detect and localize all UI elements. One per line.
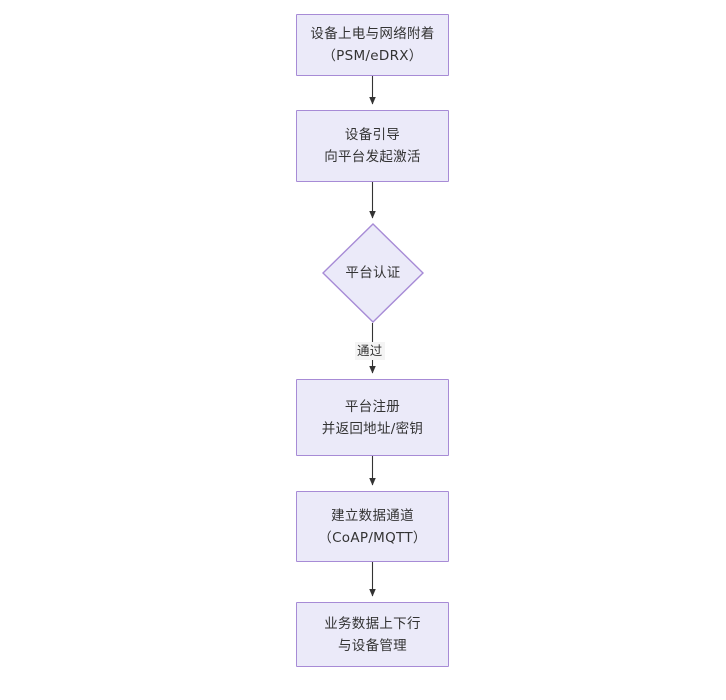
node-label: 建立数据通道 （CoAP/MQTT）	[318, 507, 427, 546]
node-platform-registration[interactable]: 平台注册 并返回地址/密钥	[296, 379, 449, 456]
node-label: 设备上电与网络附着 （PSM/eDRX）	[310, 26, 435, 64]
node-business-data-and-device-management[interactable]: 业务数据上下行 与设备管理	[296, 602, 449, 667]
node-label: 设备引导 向平台发起激活	[324, 127, 421, 165]
edge-label-pass: 通过	[355, 342, 385, 360]
node-establish-data-channel[interactable]: 建立数据通道 （CoAP/MQTT）	[296, 491, 449, 562]
node-device-power-on[interactable]: 设备上电与网络附着 （PSM/eDRX）	[296, 14, 449, 76]
node-device-bootstrap[interactable]: 设备引导 向平台发起激活	[296, 110, 449, 182]
node-label: 平台注册 并返回地址/密钥	[321, 398, 424, 437]
diamond-icon	[322, 223, 424, 323]
node-label: 业务数据上下行 与设备管理	[324, 615, 421, 654]
node-platform-authentication[interactable]: 平台认证	[322, 223, 424, 323]
node-label: 平台认证	[345, 265, 401, 281]
